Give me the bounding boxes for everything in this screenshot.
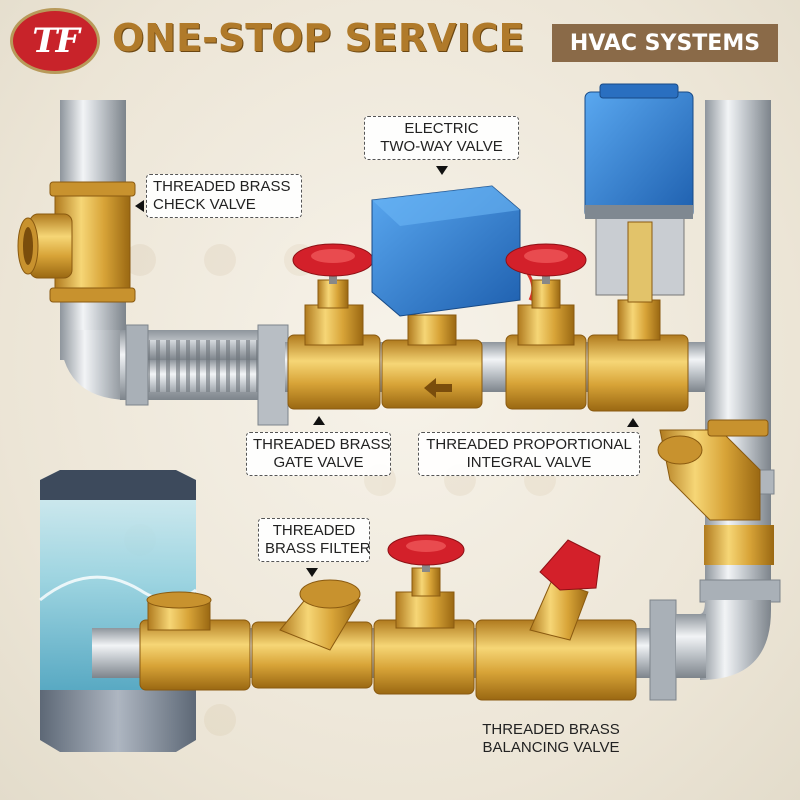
header-banner: TF ONE-STOP SERVICE HVAC SYSTEMS: [0, 0, 800, 84]
logo-text: TF: [32, 21, 79, 61]
label-check-valve: THREADED BRASS CHECK VALVE: [146, 174, 302, 218]
label-gate-valve: THREADED BRASS GATE VALVE: [246, 432, 391, 476]
pointer-gate-valve-icon: [313, 416, 325, 425]
label-electric-valve: ELECTRIC TWO-WAY VALVE: [364, 116, 519, 160]
brand-logo: TF: [10, 8, 100, 74]
pointer-filter-icon: [306, 568, 318, 577]
category-badge: HVAC SYSTEMS: [552, 24, 778, 62]
page-title: ONE-STOP SERVICE: [112, 16, 525, 60]
label-balancing-valve: THREADED BRASS BALANCING VALVE: [482, 721, 620, 756]
label-filter: THREADED BRASS FILTER: [258, 518, 371, 562]
label-proportional-valve: THREADED PROPORTIONAL INTEGRAL VALVE: [418, 432, 640, 476]
pointer-electric-valve-icon: [436, 166, 448, 175]
pointer-check-valve-icon: [135, 200, 144, 212]
pointer-proportional-valve-icon: [627, 418, 639, 427]
